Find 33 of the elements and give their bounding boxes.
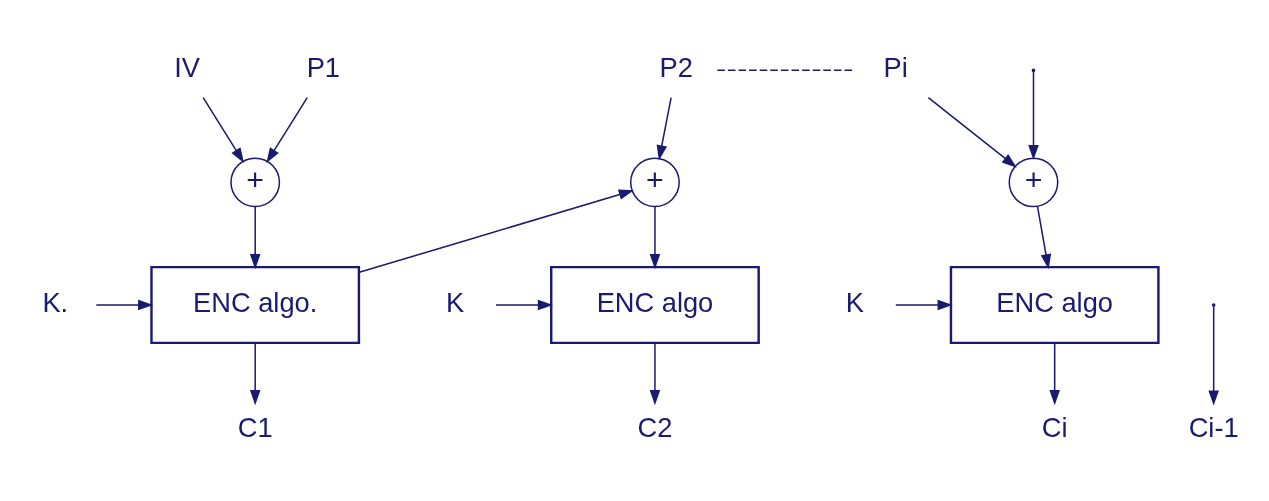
arrow bbox=[495, 299, 553, 311]
node-text: Ci bbox=[1041, 412, 1068, 444]
arrow bbox=[927, 96, 1017, 168]
node-box: ENC algo bbox=[949, 265, 1160, 345]
arrow bbox=[1049, 342, 1060, 406]
arrow bbox=[895, 299, 953, 311]
arrow bbox=[249, 342, 261, 406]
node-text: K bbox=[845, 286, 864, 318]
node-text: IV bbox=[174, 51, 200, 83]
node-text: Ci-1 bbox=[1188, 412, 1239, 444]
arrow bbox=[656, 96, 672, 161]
node-box: ENC algo bbox=[550, 265, 760, 345]
node-text: C1 bbox=[237, 412, 273, 444]
arrow bbox=[1036, 205, 1052, 270]
arrow bbox=[202, 96, 244, 163]
node-text: P2 bbox=[659, 51, 693, 83]
node-circle: + bbox=[629, 157, 680, 208]
node-text: K. bbox=[42, 286, 69, 318]
arrow bbox=[649, 206, 661, 270]
arrow bbox=[1028, 71, 1039, 161]
node-circle: + bbox=[1008, 157, 1059, 208]
arrow bbox=[358, 189, 634, 274]
arrow bbox=[266, 96, 308, 163]
node-box: ENC algo. bbox=[150, 265, 361, 345]
node-text: P1 bbox=[306, 51, 341, 83]
node-circle: + bbox=[230, 157, 281, 208]
arrow bbox=[649, 342, 661, 406]
node-text: Pi bbox=[883, 51, 908, 83]
node-text: C2 bbox=[637, 412, 673, 444]
arrow bbox=[249, 206, 261, 270]
node-text: K bbox=[445, 286, 465, 318]
arrow bbox=[1208, 305, 1219, 406]
arrow bbox=[95, 299, 154, 311]
